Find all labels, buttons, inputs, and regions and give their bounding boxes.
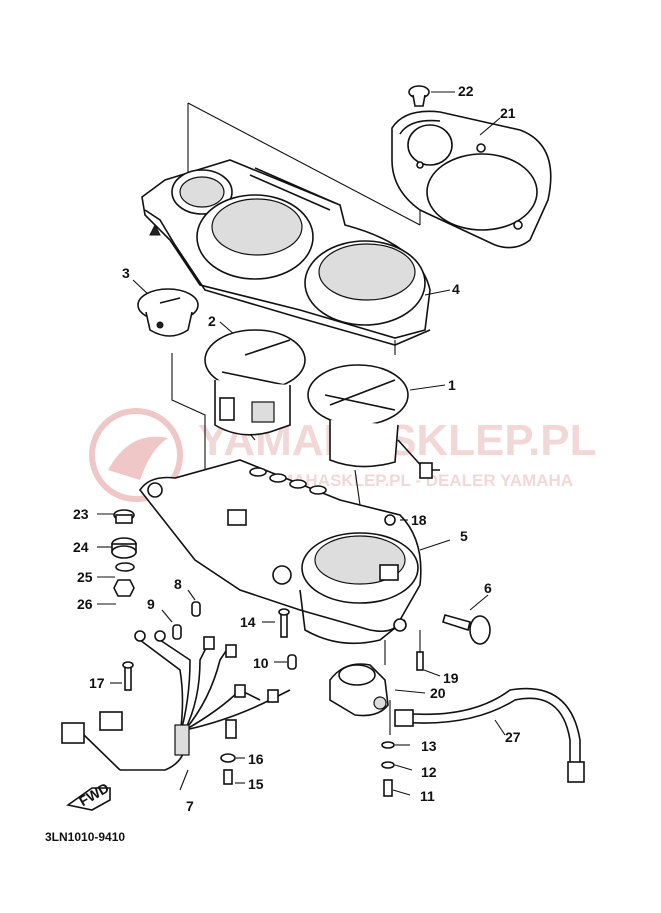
callout-4: 4 bbox=[452, 281, 460, 297]
part-15-screw bbox=[223, 769, 245, 785]
callout-13: 13 bbox=[421, 738, 437, 754]
callout-1: 1 bbox=[448, 377, 456, 393]
callout-7: 7 bbox=[186, 798, 194, 814]
part-13-washer bbox=[381, 741, 410, 749]
part-1-speedometer bbox=[307, 364, 446, 479]
part-23-collar bbox=[97, 509, 135, 524]
callout-21: 21 bbox=[500, 105, 516, 121]
callout-8: 8 bbox=[174, 576, 182, 592]
callout-27: 27 bbox=[505, 729, 521, 745]
part-24-grommet bbox=[97, 537, 137, 559]
part-19-screw bbox=[416, 651, 441, 677]
part-5-lower-meter-case bbox=[139, 459, 451, 645]
callout-18: 18 bbox=[411, 512, 427, 528]
part-3-fuel-gauge bbox=[132, 279, 199, 337]
part-17-screw bbox=[110, 661, 134, 691]
part-16-washer bbox=[220, 753, 245, 763]
callout-20: 20 bbox=[430, 685, 446, 701]
callout-14: 14 bbox=[240, 614, 256, 630]
callout-5: 5 bbox=[460, 528, 468, 544]
callout-19: 19 bbox=[443, 670, 459, 686]
forward-direction-indicator: FWD bbox=[66, 779, 112, 811]
callout-labels: 1 2 3 4 5 6 7 8 9 10 11 12 13 14 15 16 1… bbox=[73, 83, 521, 814]
part-18-screw bbox=[384, 514, 408, 526]
callout-25: 25 bbox=[77, 569, 93, 585]
callout-17: 17 bbox=[89, 675, 105, 691]
part-7-wire-harness bbox=[61, 630, 291, 791]
part-10-bulb bbox=[274, 654, 297, 670]
part-20-gear-unit bbox=[329, 663, 426, 717]
part-12-washer bbox=[381, 761, 413, 771]
part-9-bulb bbox=[161, 609, 182, 640]
callout-22: 22 bbox=[458, 83, 474, 99]
callout-15: 15 bbox=[248, 776, 264, 792]
watermark-logo-mark bbox=[108, 436, 168, 480]
part-4-meter-housing-upper bbox=[141, 159, 451, 355]
drawing-number: 3LN1010-9410 bbox=[45, 830, 125, 844]
watermark-logo-icon bbox=[89, 408, 183, 502]
callout-24: 24 bbox=[73, 539, 89, 555]
callout-9: 9 bbox=[147, 596, 155, 612]
part-21-bezel-cover bbox=[391, 110, 552, 249]
callout-2: 2 bbox=[208, 313, 216, 329]
callout-11: 11 bbox=[420, 788, 435, 804]
callout-6: 6 bbox=[484, 580, 492, 596]
part-22-screw bbox=[408, 85, 455, 107]
part-2-tachometer bbox=[204, 321, 306, 436]
callout-12: 12 bbox=[421, 764, 437, 780]
part-27-speedometer-cable bbox=[394, 687, 585, 783]
part-14-screw bbox=[262, 608, 290, 638]
callout-10: 10 bbox=[253, 655, 269, 671]
callout-16: 16 bbox=[248, 751, 264, 767]
callout-3: 3 bbox=[122, 265, 130, 281]
part-8-bulb bbox=[187, 589, 201, 617]
part-25-washer bbox=[97, 562, 135, 578]
callout-26: 26 bbox=[77, 596, 93, 612]
callout-23: 23 bbox=[73, 506, 89, 522]
part-26-nut bbox=[97, 579, 135, 605]
part-6-trip-knob bbox=[442, 594, 491, 645]
part-11-screw bbox=[383, 779, 411, 797]
